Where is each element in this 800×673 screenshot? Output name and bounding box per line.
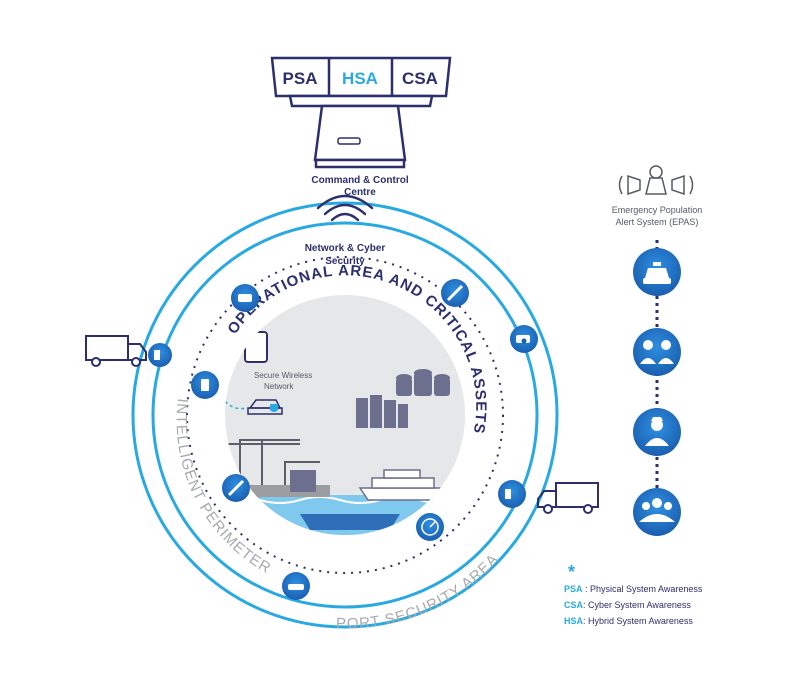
- tablet-icon: [244, 331, 268, 363]
- sensor-node-wireless[interactable]: [191, 371, 219, 399]
- network-label-line1: Network & Cyber: [305, 243, 386, 254]
- workers-icon[interactable]: [633, 408, 681, 456]
- truck-left-icon: [85, 335, 147, 367]
- sensor-node-radar[interactable]: [416, 513, 444, 541]
- wifi-icon: [316, 194, 374, 222]
- responders-icon[interactable]: [633, 328, 681, 376]
- secure-car-icon: [247, 399, 283, 415]
- wireless-label-line1: Secure Wireless: [254, 371, 312, 380]
- sensor-node-barrier[interactable]: [441, 279, 469, 307]
- legend-item: PSA : Physical System Awareness: [564, 584, 703, 594]
- storage-tanks: [396, 369, 450, 396]
- command-centre-label-line2: Centre: [344, 187, 376, 198]
- operational-area: Secure Wireless Network: [225, 295, 465, 535]
- network-label-line2: Security: [325, 256, 365, 267]
- legend: PSA : Physical System Awareness CSA: Cyb…: [564, 584, 703, 626]
- sensor-node-gate-left[interactable]: [148, 343, 172, 367]
- legend-item: HSA: Hybrid System Awareness: [564, 616, 693, 626]
- sensor-node-barrier-lower[interactable]: [222, 474, 250, 502]
- sensor-node-gate-right[interactable]: [498, 480, 526, 508]
- truck-right-icon: [537, 482, 599, 514]
- operational-dotted-ring: [186, 256, 504, 574]
- sensor-node-robot[interactable]: [231, 284, 259, 312]
- command-centre: [270, 56, 452, 169]
- sensor-node-car[interactable]: [282, 572, 310, 600]
- screen-csa: CSA: [402, 69, 438, 88]
- cruise-ship: [358, 469, 452, 501]
- legend-item: CSA: Cyber System Awareness: [564, 600, 691, 610]
- wireless-label-line2: Network: [264, 382, 294, 391]
- siren-icon: [618, 165, 694, 196]
- port-cranes: [228, 439, 320, 485]
- epas-label-line2: Alert System (EPAS): [616, 217, 699, 227]
- container-stack: [290, 395, 408, 492]
- epas-label-line1: Emergency Population: [612, 205, 703, 215]
- sensor-node-camera[interactable]: [510, 325, 538, 353]
- screen-psa: PSA: [283, 69, 318, 88]
- cargo-ship: [300, 514, 400, 530]
- command-centre-label-line1: Command & Control: [311, 175, 408, 186]
- screen-hsa: HSA: [342, 69, 378, 88]
- legend-marker: *: [568, 562, 575, 582]
- port-security-ring: [131, 201, 559, 629]
- police-car-icon[interactable]: [633, 248, 681, 296]
- population-icon[interactable]: [633, 488, 681, 536]
